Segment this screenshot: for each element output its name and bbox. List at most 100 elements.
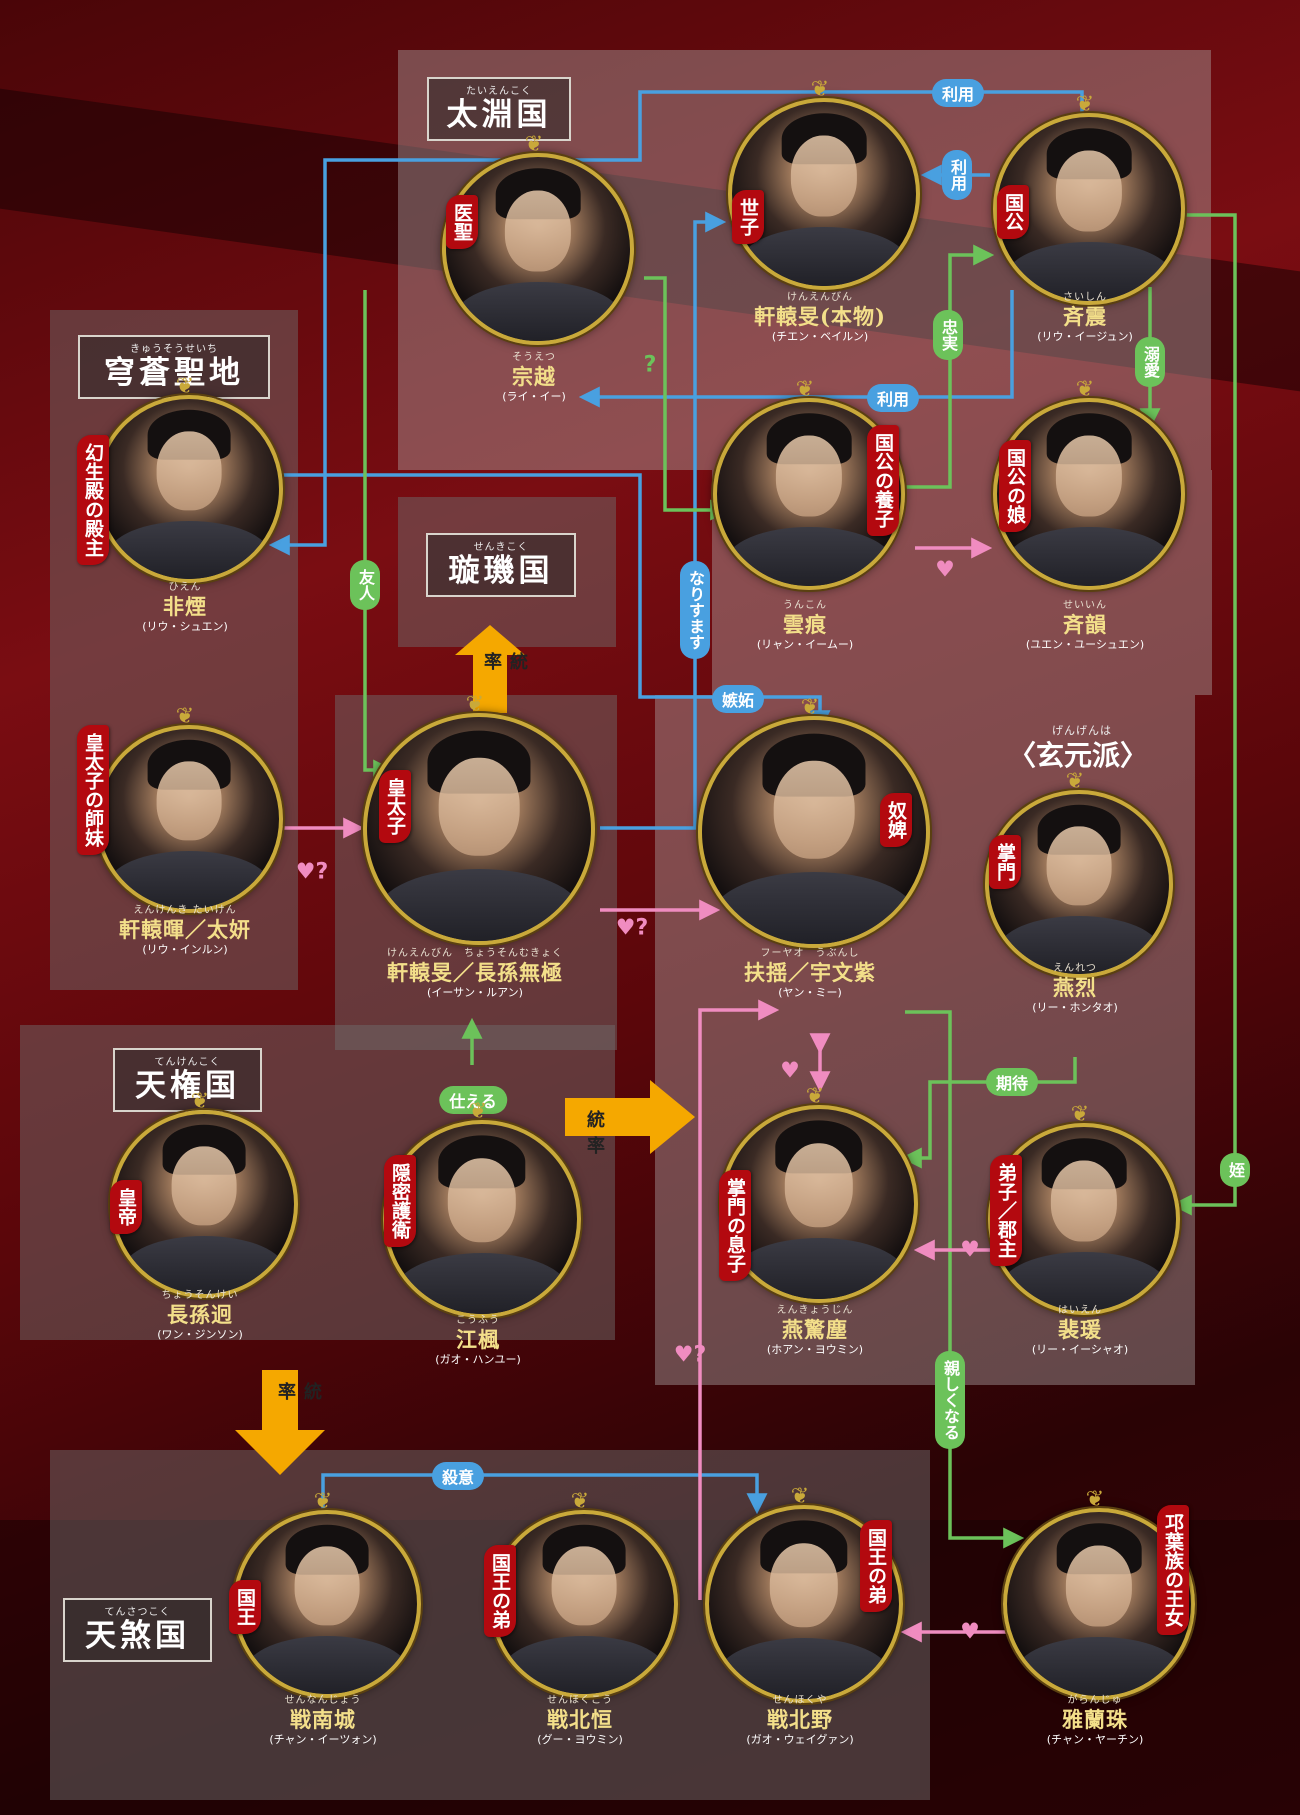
name-ruby: えんきょうじん <box>776 1305 854 1316</box>
frame-crown-ornament: ❦ <box>1075 377 1095 402</box>
name-ruby: うんこん <box>782 600 827 611</box>
relation-label-narisumasu: なりすます <box>680 561 710 659</box>
portrait-robe <box>108 851 270 909</box>
portrait-face <box>1050 1160 1118 1242</box>
portrait-face <box>438 757 520 856</box>
portrait-face <box>1055 435 1123 517</box>
kingdom-name: 太淵国 <box>446 96 552 133</box>
name-block: せんなんじょう戦南城(チャン・イーツォン) <box>269 1695 376 1747</box>
role-tag: 奴婢 <box>880 793 912 847</box>
kingdom-name: 天煞国 <box>85 1617 190 1654</box>
name-ruby: せんなんじょう <box>284 1695 362 1706</box>
character-name: 戦南城 <box>289 1707 356 1732</box>
actor-name: (ユエン・ユーシュエン) <box>1025 638 1145 651</box>
portrait-robe <box>378 869 580 941</box>
actor-name: (ガオ・ウェイグァン) <box>746 1733 854 1746</box>
relation-label-chujitsu: 忠実 <box>933 310 963 360</box>
name-block: えんれつ燕烈(リー・ホンタオ) <box>1032 963 1118 1015</box>
character-name: 軒轅暉／太妍 <box>119 917 251 942</box>
frame-crown-ornament: ❦ <box>175 374 195 399</box>
kingdom-taien-label: たいえんこく 太淵国 <box>427 77 571 141</box>
character-name: 戦北野 <box>767 1707 833 1732</box>
portrait-image <box>95 395 283 583</box>
name-ruby: ひえん <box>168 582 202 593</box>
relation-label-riyo: 利用 <box>866 384 920 412</box>
actor-name: (リウ・イージュン) <box>1037 330 1133 343</box>
portrait-face <box>551 1546 617 1626</box>
name-block: フーヤオ うぶんし扶揺／宇文紫(ヤン・ミー) <box>744 948 876 1000</box>
portrait-robe <box>1006 242 1172 301</box>
name-ruby: せいいん <box>1063 600 1107 611</box>
role-tag: 世子 <box>732 190 764 244</box>
character-name: 裴瑗 <box>1058 1317 1102 1342</box>
portrait-face <box>769 1543 839 1627</box>
heart-mark: ♥ <box>960 1619 980 1645</box>
portrait-face <box>1055 150 1123 232</box>
portrait-image <box>383 1120 581 1318</box>
name-ruby: けんえんびん <box>787 292 853 303</box>
frame-crown-ornament: ❦ <box>1065 769 1085 794</box>
heart-question-mark: ♥? <box>615 915 649 941</box>
relation-label-riyo: 利用 <box>942 150 972 200</box>
heart-question-mark: ♥? <box>295 859 329 885</box>
frame-crown-ornament: ❦ <box>1075 92 1095 117</box>
kingdom-tenken-label: てんけんこく 天権国 <box>113 1048 262 1112</box>
character-name: 斉韻 <box>1063 612 1107 637</box>
role-tag: 国公 <box>997 185 1029 239</box>
actor-name: (リー・イーシャオ) <box>1031 1343 1129 1356</box>
kingdom-ruby: てんけんこく <box>154 1056 221 1068</box>
portrait-robe <box>726 527 892 586</box>
character-name: 江楓 <box>456 1327 500 1352</box>
portrait-image <box>713 398 905 590</box>
actor-name: (チエン・ベイルン) <box>771 330 869 343</box>
role-tag: 国公の娘 <box>999 440 1031 532</box>
heart-mark: ♥ <box>960 1237 980 1263</box>
actor-name: (ワン・ジンソン) <box>157 1328 243 1341</box>
actor-name: (リウ・インルン) <box>142 943 228 956</box>
name-block: えんけんき たいけん軒轅暉／太妍(リウ・インルン) <box>119 905 251 957</box>
actor-name: (リー・ホンタオ) <box>1032 1001 1118 1014</box>
frame-crown-ornament: ❦ <box>1070 1102 1090 1127</box>
kingdom-ruby: たいえんこく <box>466 85 532 97</box>
actor-name: (リャン・イームー) <box>756 638 854 651</box>
name-ruby: はいえん <box>1058 1305 1102 1316</box>
name-block: せんほくや戦北野(ガオ・ウェイグァン) <box>746 1695 853 1747</box>
frame-crown-ornament: ❦ <box>1085 1487 1105 1512</box>
name-ruby: けんえんびん ちょうそんむきょく <box>387 948 563 959</box>
portrait-face <box>447 1158 517 1242</box>
heart-mark: ♥ <box>935 557 955 583</box>
name-block: ひえん非煙(リウ・シュエン) <box>142 582 228 634</box>
frame-crown-ornament: ❦ <box>800 695 820 720</box>
portrait-robe <box>1016 1637 1182 1696</box>
portrait-robe <box>1006 527 1172 586</box>
role-tag: 幻生殿の殿主 <box>77 435 109 565</box>
name-block: がらんじゅ雅蘭珠(チャン・ヤーチン) <box>1047 1695 1143 1747</box>
genmon-title: 〈玄元派〉 <box>1008 739 1149 772</box>
role-tag: 国王 <box>229 1580 261 1634</box>
frame-crown-ornament: ❦ <box>524 132 544 157</box>
character-name: 斉震 <box>1063 304 1107 329</box>
kingdom-name: 穹蒼聖地 <box>104 354 244 391</box>
genmon-ruby: げんげんは <box>1052 724 1112 737</box>
portrait-robe <box>713 872 915 944</box>
role-tag: 掌門 <box>989 835 1021 889</box>
kingdom-senki-label: せんきこく 璇璣国 <box>426 533 576 597</box>
name-block: はいえん裴瑗(リー・イーシャオ) <box>1032 1305 1128 1357</box>
portrait-face <box>775 435 843 517</box>
relation-label-chikashiku: 親しくなる <box>935 1351 965 1449</box>
name-ruby: そうえつ <box>512 352 556 363</box>
character-name: 宗越 <box>512 364 556 389</box>
frame-crown-ornament: ❦ <box>468 1099 488 1124</box>
name-block: せんほくこう戦北恒(グー・ヨウミン) <box>537 1695 623 1747</box>
character-name: 雲痕 <box>782 612 827 637</box>
name-ruby: せんほくや <box>772 1695 828 1706</box>
actor-name: (ヤン・ミー) <box>778 986 842 999</box>
portrait-image <box>442 153 634 345</box>
frame-crown-ornament: ❦ <box>190 1089 210 1114</box>
portrait-face <box>294 1546 360 1626</box>
portrait-face <box>1065 1545 1133 1627</box>
relation-label-yujin: 友人 <box>350 560 380 610</box>
kingdom-name: 天権国 <box>135 1067 240 1104</box>
relation-label-kitai: 期待 <box>985 1068 1039 1096</box>
frame-crown-ornament: ❦ <box>805 1084 825 1109</box>
